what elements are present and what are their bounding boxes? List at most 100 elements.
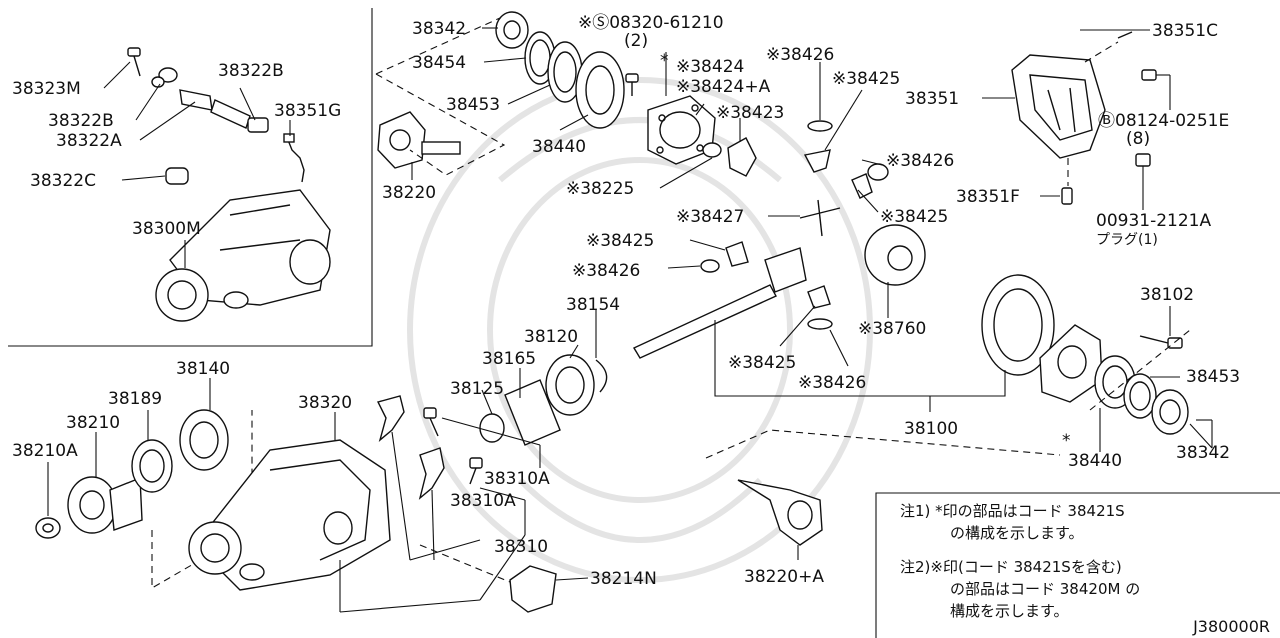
label-38426-low: ※38426 (798, 373, 866, 393)
label-08124-qty: (8) (1126, 129, 1150, 149)
label-38322b-lower: 38322B (48, 111, 114, 131)
note-2-line-2: の部品はコード 38420M の (950, 580, 1141, 598)
dash-top-bearings (375, 17, 501, 75)
label-38125: 38125 (450, 379, 504, 399)
label-08320: ※Ⓢ08320-61210 (578, 13, 724, 33)
label-38440-right: 38440 (1068, 451, 1122, 471)
label-38453-right: 38453 (1186, 367, 1240, 387)
label-38454: 38454 (412, 53, 466, 73)
inset-frame (8, 8, 373, 347)
bolt-cap-lower-shape (469, 457, 483, 485)
label-38423: ※38423 (716, 103, 784, 123)
label-38440-top: 38440 (532, 137, 586, 157)
label-38220a: 38220+A (744, 567, 824, 587)
clamp-38322b-right-shape (247, 117, 269, 133)
seal-38189-shape (131, 439, 173, 493)
label-38322a: 38322A (56, 131, 122, 151)
drive-pinion-38100-shape (632, 247, 807, 359)
flange-38210-shape (67, 476, 143, 534)
label-38320: 38320 (298, 393, 352, 413)
notes-frame (875, 492, 1280, 638)
note-1-line-2: の構成を示します。 (950, 524, 1084, 542)
flange-38220-shape (377, 111, 461, 169)
gear-38425-low-shape (807, 285, 831, 309)
label-38342-right: 38342 (1176, 443, 1230, 463)
cap-38310a-lower-shape (418, 447, 445, 500)
nut-38210a-shape (35, 517, 61, 539)
part-labels: 38342 38454 38453 38440 ※Ⓢ08320-61210 (2… (12, 13, 1240, 589)
label-38322b-upper: 38322B (218, 61, 284, 81)
flange-38220a-shape (737, 479, 823, 546)
label-38426-right: ※38426 (886, 151, 954, 171)
gear-38425-top-shape (803, 149, 831, 173)
plug-00931-shape (1135, 153, 1151, 167)
bearing-stack-right-shape (1094, 355, 1189, 435)
pinion-bearing-group-shape (479, 354, 608, 446)
dash-38351c (1084, 41, 1119, 63)
gear-38425-right-shape (851, 173, 873, 199)
leader-lines (47, 27, 1213, 613)
carrier-38320-shape (188, 439, 391, 591)
label-38310: 38310 (494, 537, 548, 557)
dash-right-bearings (1089, 329, 1191, 411)
label-38300m: 38300M (132, 219, 201, 239)
label-38310a-upper: 38310A (484, 469, 550, 489)
rear-cover-38351-shape (1011, 54, 1106, 159)
label-38322c: 38322C (30, 171, 96, 191)
bearing-stack-top-shape (495, 11, 625, 129)
label-38425-mid: ※38425 (586, 231, 654, 251)
label-38453-top: 38453 (446, 95, 500, 115)
label-38424: ※38424 (676, 57, 744, 77)
label-38214n: 38214N (590, 569, 657, 589)
washer-38426-low-shape (807, 318, 833, 330)
bolt-38102-shape (1139, 335, 1183, 349)
diagram-code: J380000R (1193, 617, 1270, 636)
notes-panel: 注1) *印の部品はコード 38421S の構成を示します。 注2)※印(コード… (900, 500, 1270, 622)
inset-assembly (127, 47, 331, 322)
clamp-38322b-shape (151, 67, 178, 88)
label-38225: ※38225 (566, 179, 634, 199)
label-08124: Ⓑ08124-0251E (1098, 111, 1229, 131)
label-38351: 38351 (905, 89, 959, 109)
label-38220: 38220 (382, 183, 436, 203)
ring-gear-38100-shape (981, 274, 1055, 376)
cap-38310a-upper-shape (376, 395, 405, 442)
cross-shaft-38427-shape (799, 199, 841, 237)
label-38351c: 38351C (1152, 21, 1218, 41)
washer-38426-top-shape (807, 120, 833, 132)
label-38100: 38100 (904, 419, 958, 439)
label-00931-note: プラグ(1) (1096, 232, 1158, 248)
label-38351g: 38351G (274, 101, 341, 121)
diff-assembly-38300m-shape (155, 189, 331, 322)
label-38425-right: ※38425 (880, 207, 948, 227)
bolt-cap-upper-shape (423, 407, 439, 437)
diff-case-38424-shape (647, 95, 716, 165)
label-38210a: 38210A (12, 441, 78, 461)
lead-38100-bracket (714, 320, 1006, 397)
label-38102: 38102 (1140, 285, 1194, 305)
seal-38214n-shape (509, 565, 557, 613)
plug-38351f-shape (1061, 187, 1073, 205)
dash-38220 (375, 73, 506, 176)
gear-38425-mid-shape (725, 241, 749, 267)
label-38760: ※38760 (858, 319, 926, 339)
side-gear-38423-shape (727, 137, 757, 177)
dash-38214n (419, 544, 511, 583)
label-38351f: 38351F (956, 187, 1020, 207)
label-38154: 38154 (566, 295, 620, 315)
bearing-38760-shape (864, 224, 926, 286)
screw-08320-shape (625, 73, 639, 96)
bearing-38140-shape (179, 409, 229, 471)
label-38165: 38165 (482, 349, 536, 369)
bolt-08124-shape (1141, 69, 1157, 81)
label-mark-right: * (1062, 431, 1071, 451)
washer-38225-shape (702, 142, 722, 158)
hose-38322a-shape (179, 89, 251, 129)
note-2-line-3: 構成を示します。 (950, 602, 1069, 620)
label-00931: 00931-2121A (1096, 211, 1211, 231)
label-38140: 38140 (176, 359, 230, 379)
bolt-38351c-shape (1117, 31, 1133, 39)
watermark-emblem (407, 77, 873, 583)
note-1-line-1: 注1) *印の部品はコード 38421S (900, 502, 1125, 520)
